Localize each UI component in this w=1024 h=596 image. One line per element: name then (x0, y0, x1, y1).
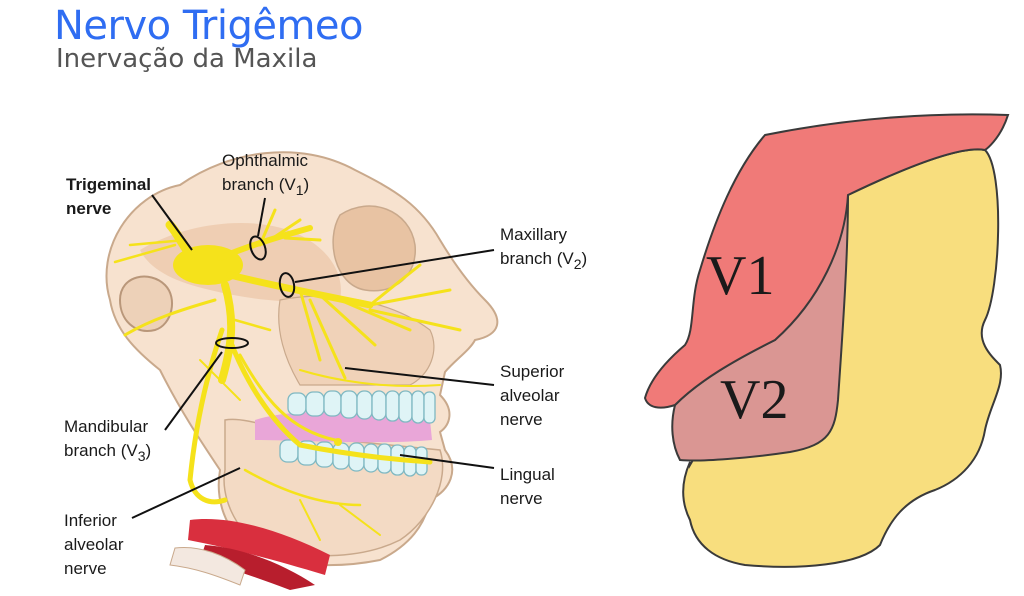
zone-v3 (682, 148, 1002, 568)
zone-v1 (643, 113, 1010, 409)
label-superior-alveolar: Superior alveolar nerve (500, 362, 569, 429)
zone-label-v2: V2 (720, 369, 788, 431)
page-title: Nervo Trigêmeo (54, 3, 364, 49)
upper-teeth (287, 390, 436, 424)
leader-lines (131, 194, 495, 519)
neck-muscles (169, 519, 330, 590)
label-maxillary: Maxillary branch (V2) (500, 225, 587, 272)
label-ophthalmic: Ophthalmic branch (V1) (222, 151, 313, 198)
label-inferior-alveolar: Inferior alveolar nerve (64, 511, 128, 578)
label-lingual: Lingual nerve (500, 465, 560, 508)
label-mandibular: Mandibular branch (V3) (64, 417, 153, 464)
dermatome-map: V1 V2 (643, 113, 1010, 568)
skull-illustration: Trigeminal nerve Ophthalmic branch (V1) … (64, 151, 587, 590)
page-subtitle: Inervação da Maxila (56, 44, 318, 74)
branch-rings (215, 235, 296, 349)
label-trigeminal: Trigeminal nerve (66, 175, 156, 218)
zone-label-v1: V1 (706, 245, 774, 307)
